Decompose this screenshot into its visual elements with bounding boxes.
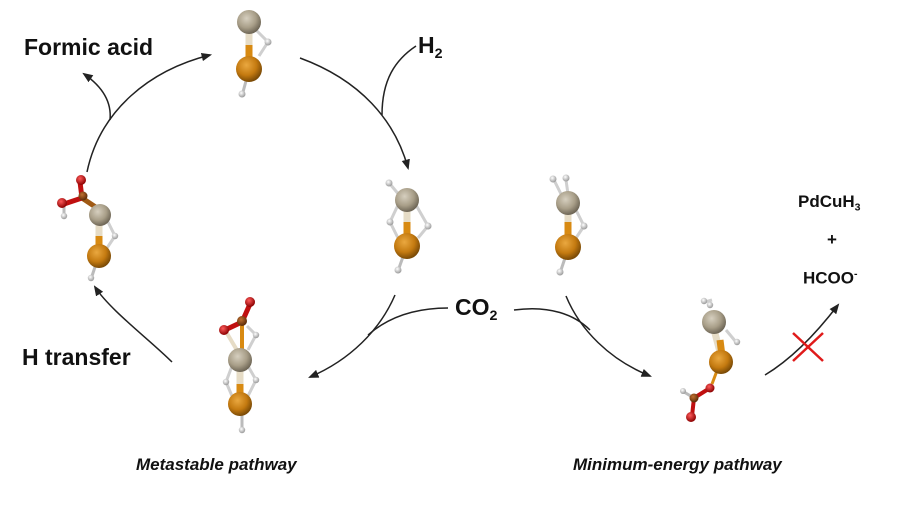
h-atom bbox=[556, 268, 564, 276]
h-atom bbox=[580, 222, 588, 230]
h-atom bbox=[111, 232, 119, 240]
hcoo-superscript: - bbox=[854, 268, 858, 280]
arrow-to-metastable bbox=[308, 294, 396, 378]
o-atom bbox=[686, 412, 696, 422]
plus-sign: + bbox=[827, 230, 837, 250]
h-atom bbox=[264, 38, 272, 46]
formic-acid-text: Formic acid bbox=[24, 34, 154, 60]
blocked-cross-icon bbox=[792, 332, 824, 362]
plus-text: + bbox=[827, 230, 837, 249]
arrow-to-minimum-energy bbox=[565, 295, 652, 377]
cu-atom bbox=[709, 350, 733, 374]
h-transfer-text: H transfer bbox=[22, 344, 131, 370]
h-atom bbox=[238, 426, 246, 434]
h-atom bbox=[252, 331, 260, 339]
arrow-formic-acid-release bbox=[82, 72, 111, 121]
h-atom bbox=[424, 222, 432, 230]
co2-subscript: 2 bbox=[489, 307, 498, 324]
h-atom bbox=[562, 174, 570, 182]
h-atom bbox=[733, 338, 741, 346]
h-atom bbox=[386, 218, 394, 226]
pd-atom bbox=[237, 10, 261, 34]
metastable-pathway-text: Metastable pathway bbox=[136, 455, 297, 474]
metastable-pathway-caption: Metastable pathway bbox=[136, 455, 297, 475]
h-atom bbox=[238, 90, 246, 98]
h2-main-text: H bbox=[418, 32, 435, 58]
c-atom bbox=[237, 316, 247, 326]
cu-atom bbox=[236, 56, 262, 82]
h-atom bbox=[700, 297, 708, 305]
h2-label: H2 bbox=[418, 32, 443, 62]
arrow-co2-left-branch bbox=[367, 307, 449, 336]
h-atom bbox=[394, 266, 402, 274]
molecule-formate-metastable bbox=[219, 297, 260, 434]
pd-atom bbox=[556, 191, 580, 215]
pd-atom bbox=[89, 204, 111, 226]
arrow-h2-incoming bbox=[381, 45, 417, 116]
arrow-cycle-top-right bbox=[299, 57, 410, 171]
minimum-energy-pathway-caption: Minimum-energy pathway bbox=[573, 455, 782, 475]
pd-atom bbox=[228, 348, 252, 372]
co2-main-text: CO bbox=[455, 294, 490, 320]
c-atom bbox=[78, 191, 88, 201]
co2-label: CO2 bbox=[455, 294, 497, 324]
o-atom bbox=[76, 175, 86, 185]
molecule-formate-minimum-energy bbox=[680, 297, 741, 422]
h-atom bbox=[680, 388, 686, 394]
h-atom bbox=[385, 179, 393, 187]
cu-atom bbox=[555, 234, 581, 260]
minimum-energy-pathway-text: Minimum-energy pathway bbox=[573, 455, 782, 474]
product-pdcuh3-label: PdCuH3 bbox=[798, 192, 861, 214]
cu-atom bbox=[394, 233, 420, 259]
cu-atom bbox=[228, 392, 252, 416]
molecule-pdcuh3-minimum-energy bbox=[549, 174, 588, 276]
arrow-to-products-blocked bbox=[764, 303, 840, 376]
h-atom bbox=[60, 212, 68, 220]
pdcuh3-subscript: 3 bbox=[854, 201, 861, 214]
arrow-co2-right-branch bbox=[513, 307, 591, 331]
o-atom bbox=[57, 198, 67, 208]
arrow-cycle-left-top bbox=[86, 52, 213, 173]
h-atom bbox=[706, 301, 714, 309]
o-atom bbox=[219, 325, 229, 335]
molecule-pdcuh3-after-h2 bbox=[385, 179, 432, 274]
hcoo-main-text: HCOO bbox=[803, 268, 854, 288]
molecule-pdcuh-top bbox=[236, 10, 272, 98]
molecule-formic-acid-complex bbox=[57, 175, 119, 282]
h-transfer-label: H transfer bbox=[22, 344, 131, 371]
o-atom bbox=[245, 297, 255, 307]
h2-subscript: 2 bbox=[434, 45, 443, 62]
h-atom bbox=[222, 378, 230, 386]
arrow-h-transfer bbox=[93, 285, 173, 363]
o-atom bbox=[705, 383, 715, 393]
product-formate-label: HCOO- bbox=[803, 268, 858, 288]
pd-atom bbox=[395, 188, 419, 212]
formic-acid-label: Formic acid bbox=[24, 34, 153, 61]
c-atom bbox=[689, 393, 699, 403]
arrows bbox=[82, 45, 840, 378]
h-atom bbox=[549, 175, 557, 183]
cu-atom bbox=[87, 244, 111, 268]
pdcuh3-main-text: PdCuH bbox=[798, 192, 855, 211]
pd-atom bbox=[702, 310, 726, 334]
h-atom bbox=[252, 376, 260, 384]
h-atom bbox=[87, 274, 95, 282]
